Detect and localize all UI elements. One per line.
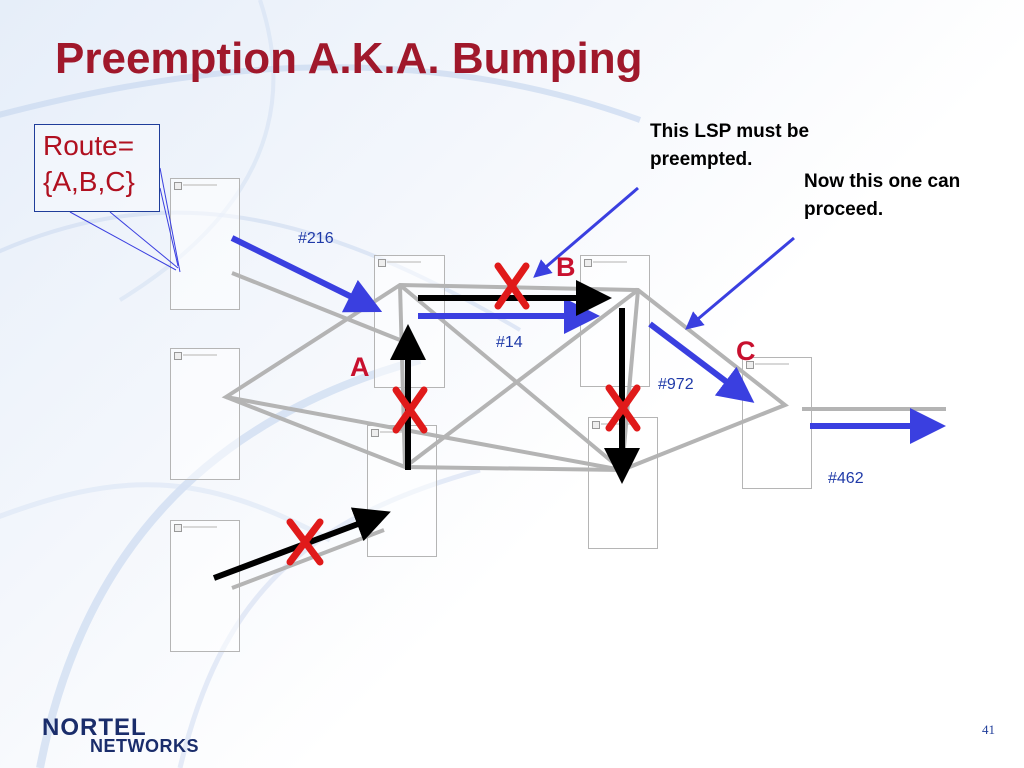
nortel-logo: NORTEL <box>42 714 147 741</box>
x-mark-b-c-link <box>605 384 641 432</box>
node-label-a: A <box>350 352 370 382</box>
preempt-callout-line1: This LSP must be <box>650 121 810 142</box>
preempt-callout-line2: preempted. <box>650 149 753 170</box>
link-mesh <box>221 271 946 590</box>
node-label-c: C <box>736 336 756 366</box>
proceed-callout-line2: proceed. <box>804 199 884 220</box>
route-value: {A,B,C} <box>43 166 135 197</box>
x-mark-lower-link <box>286 518 324 566</box>
proceed-callout: Now this one can proceed. <box>804 168 960 224</box>
lsp-label-972: #972 <box>658 376 694 393</box>
lsp-label-216: #216 <box>298 230 334 247</box>
lsp-label-462: #462 <box>828 470 864 487</box>
lsp-label-14: #14 <box>496 334 523 351</box>
node-label-b: B <box>556 252 576 282</box>
proceed-callout-line1: Now this one can <box>804 171 961 192</box>
router-image-node-a-bottom <box>367 425 437 557</box>
route-label: Route= <box>43 130 135 161</box>
nortel-logo-subtitle: NETWORKS <box>90 736 199 756</box>
blocked-x-marks <box>286 262 641 566</box>
new-lsp-arrows <box>230 235 946 444</box>
route-box: Route= {A,B,C} <box>34 124 160 212</box>
slide-title: Preemption A.K.A. Bumping <box>55 34 643 83</box>
preempt-callout: This LSP must be preempted. <box>650 118 809 174</box>
x-mark-b-link <box>494 262 530 310</box>
preempted-lsp-arrows <box>212 280 640 581</box>
route-callout-lines <box>69 167 181 273</box>
router-image-3 <box>170 520 240 652</box>
page-number: 41 <box>982 722 995 737</box>
x-mark-a-link <box>392 386 428 434</box>
callout-pointers <box>533 186 795 330</box>
router-image-2 <box>170 348 240 480</box>
